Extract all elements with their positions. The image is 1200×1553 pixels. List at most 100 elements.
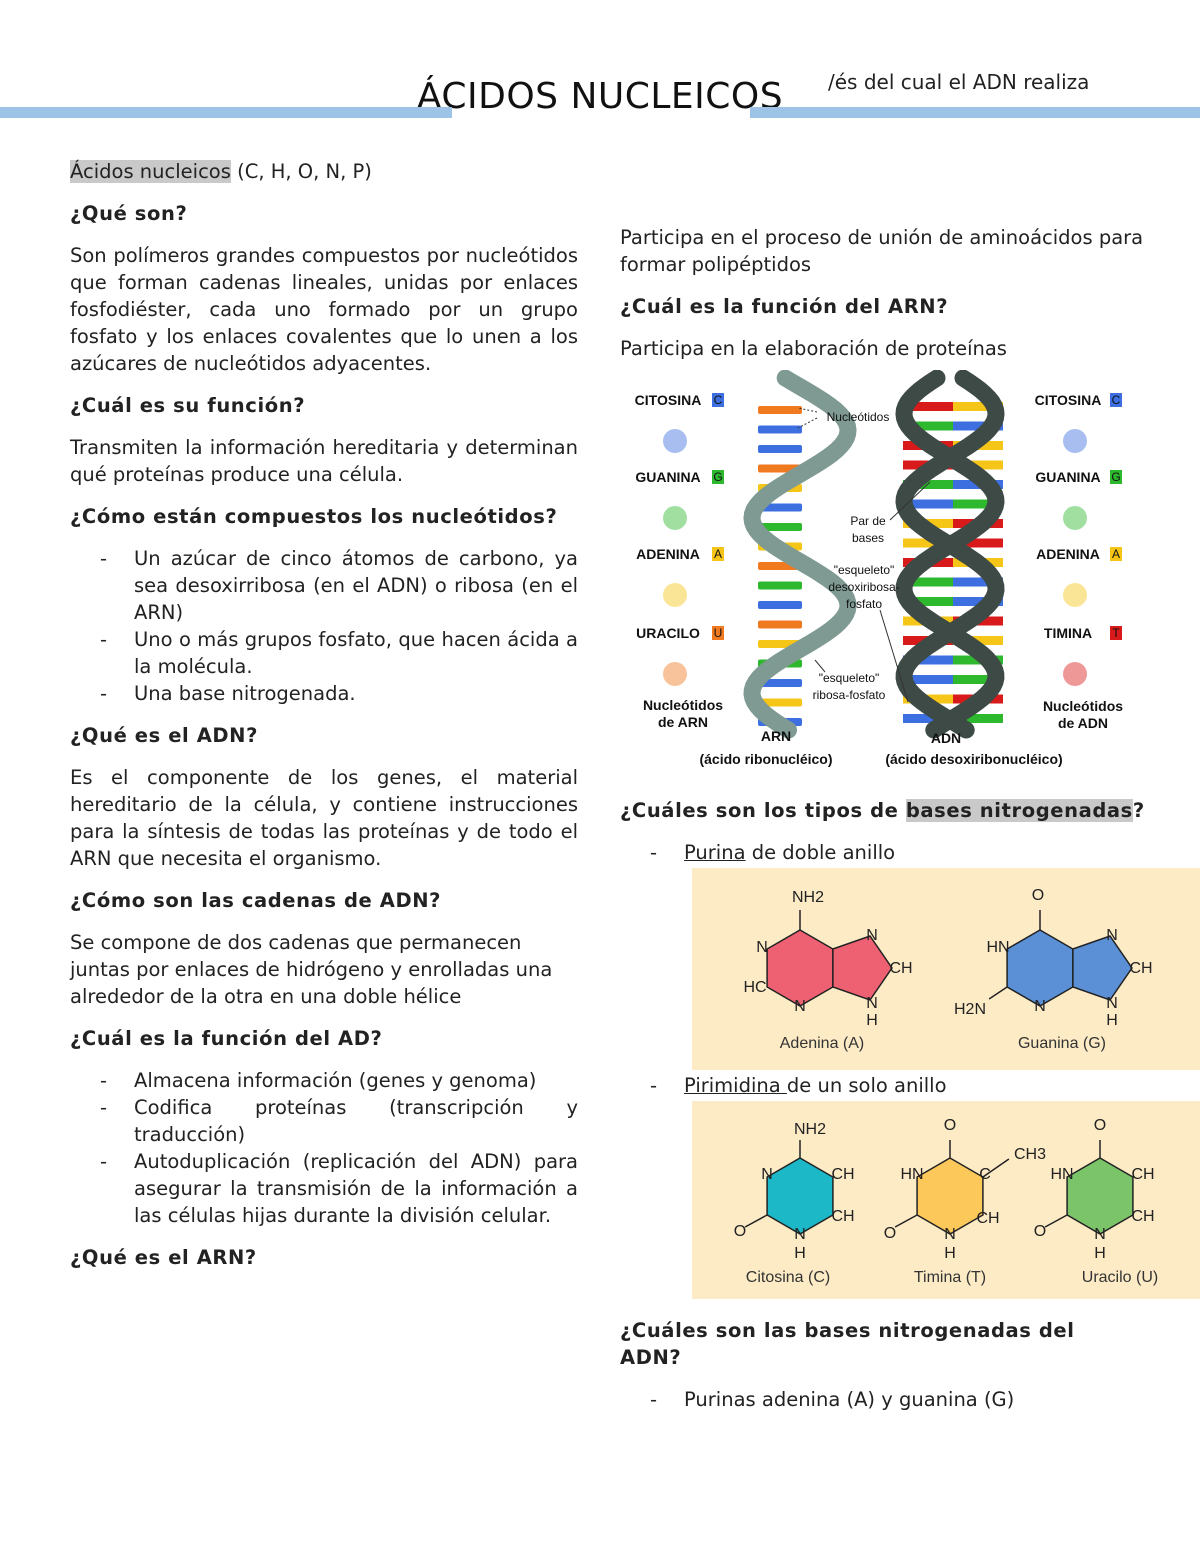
dna-base-bar (903, 714, 953, 723)
base-structure-icon (663, 662, 687, 686)
atom-label: CH (1131, 1208, 1154, 1225)
base-structure-icon (663, 429, 687, 453)
atom-label: N (866, 995, 878, 1012)
paragraph: Participa en la elaboración de proteínas (620, 337, 1007, 360)
dna-base-bar (953, 499, 1003, 509)
molecule-name: Citosina (C) (746, 1269, 830, 1286)
atom-label: CH (976, 1210, 999, 1227)
atom-label: CH (1129, 960, 1152, 977)
atom-label: N (794, 998, 806, 1015)
header-bar-left (0, 107, 452, 118)
base-label: URACILO (636, 625, 700, 641)
base-letter: G (713, 470, 722, 484)
base-pair-label: Par de (850, 514, 886, 528)
bond (894, 1214, 918, 1228)
list-item: Uno o más grupos fosfato, que hacen ácid… (70, 626, 578, 680)
leader-line (797, 407, 818, 429)
base-label: CITOSINA (635, 392, 702, 408)
heading-funcion-arn: ¿Cuál es la función del ARN? (620, 295, 949, 318)
paragraph: Es el componente de los genes, el materi… (70, 766, 578, 870)
dna-base-bar (903, 538, 953, 548)
atom-label: HN (1050, 1166, 1073, 1183)
rna-base-bar (758, 523, 802, 531)
atom-label: O (1094, 1117, 1106, 1134)
paragraph: Transmiten la información hereditaria y … (70, 436, 578, 486)
rna-base-bar (758, 406, 802, 414)
five-ring (832, 935, 893, 1001)
base-color-key (1110, 547, 1122, 561)
atom-label: H (1094, 1245, 1106, 1262)
highlighted-term: bases nitrogenadas (905, 799, 1133, 822)
atom-label: O (884, 1225, 896, 1242)
atom-label: N (866, 927, 878, 944)
base-label: ADENINA (1036, 546, 1100, 562)
base-label: GUANINA (1035, 469, 1100, 485)
list-item: Almacena información (genes y genoma) (70, 1067, 578, 1094)
highlighted-term: Ácidos nucleicos (70, 160, 231, 183)
dna-base-bar (903, 597, 953, 606)
atom-label: N (761, 1166, 773, 1183)
atom-label: H (944, 1245, 956, 1262)
base-structure-icon (1063, 429, 1087, 453)
dna-base-bar (953, 577, 1003, 587)
term-desc: de doble anillo (745, 841, 896, 864)
rna-base-bar (758, 698, 802, 707)
rna-backbone-label: "esqueleto" (819, 671, 880, 685)
six-ring (1066, 1157, 1134, 1235)
dna-subtitle: (ácido desoxiribonucléico) (885, 751, 1062, 767)
heading-funcion: ¿Cuál es su función? (70, 394, 306, 417)
base-label: CITOSINA (1035, 392, 1102, 408)
term-desc: de un solo anillo (786, 1074, 947, 1097)
atom-label: HN (900, 1166, 923, 1183)
molecule-name: Guanina (G) (1018, 1035, 1106, 1052)
paragraph: Se compone de dos cadenas que permanecen… (70, 931, 553, 1008)
page-title: ÁCIDOS NUCLEICOS (416, 76, 784, 117)
heading-adn: ¿Qué es el ADN? (70, 724, 259, 747)
dna-title: ADN (931, 730, 961, 746)
six-ring (766, 929, 834, 1007)
rna-nucleotides-label: de ARN (658, 714, 708, 730)
atom-label: CH (831, 1208, 854, 1225)
base-structure-icon (1063, 583, 1087, 607)
dna-nucleotides-label: de ADN (1058, 715, 1108, 731)
atom-label: N (944, 1226, 956, 1243)
dna-backbone-label: "esqueleto" (834, 563, 895, 577)
atom-label: H (866, 1012, 878, 1029)
atom-label: N (1094, 1226, 1106, 1243)
atom-label: N (794, 1226, 806, 1243)
heading-nucleotidos: ¿Cómo están compuestos los nucleótidos? (70, 505, 558, 528)
base-color-key (712, 626, 724, 640)
atom-label: H2N (954, 1001, 986, 1018)
list: Pirimidina de un solo anillo (620, 1072, 1200, 1099)
heading-arn: ¿Qué es el ARN? (70, 1246, 257, 1269)
base-color-key (1110, 470, 1122, 484)
heading-bases-adn: ¿Cuáles son las bases nitrogenadas del A… (620, 1319, 1075, 1369)
dna-base-bar (903, 499, 953, 509)
bond (1044, 1214, 1068, 1228)
dna-base-bar (953, 714, 1003, 723)
list-item: Codifica proteínas (transcripción y trad… (70, 1094, 578, 1148)
base-letter: A (1112, 547, 1120, 561)
rna-base-bar (758, 601, 802, 609)
rna-base-bar (758, 581, 802, 590)
list-item: Un azúcar de cinco átomos de carbono, ya… (70, 545, 578, 626)
base-structure-icon (1063, 662, 1087, 686)
dna-base-bar (903, 402, 953, 411)
list-item: Purina de doble anillo (620, 839, 1200, 866)
atom-label: O (944, 1117, 956, 1134)
five-ring (1072, 935, 1133, 1001)
molecule-name: Adenina (A) (780, 1035, 865, 1052)
heading-text: ¿Cuáles son los tipos de (620, 799, 906, 822)
dna-base-bar (903, 655, 953, 665)
dna-base-bar (903, 421, 953, 431)
atom-label: H (1106, 1012, 1118, 1029)
atom-label: CH (889, 960, 912, 977)
rna-base-bar (758, 503, 802, 512)
atom-label: NH2 (792, 889, 824, 906)
atom-label: C (979, 1166, 991, 1183)
rna-base-bar (758, 620, 802, 629)
heading-text: ? (1132, 799, 1145, 822)
list-item: Autoduplicación (replicación del ADN) pa… (70, 1148, 578, 1229)
